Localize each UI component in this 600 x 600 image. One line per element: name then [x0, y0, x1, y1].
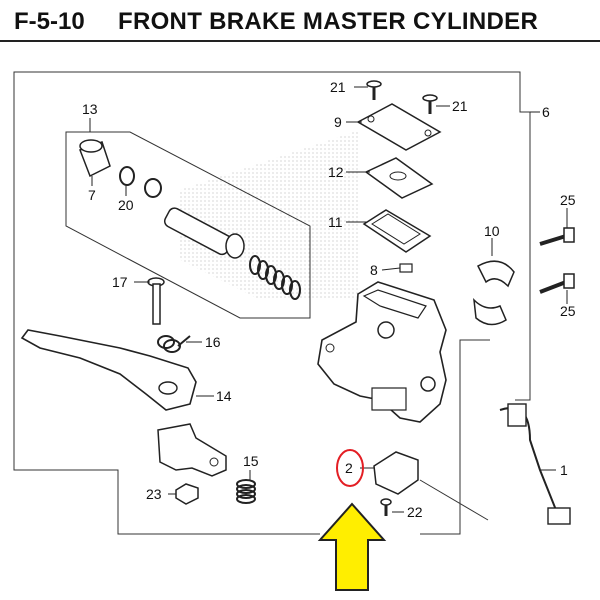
- reservoir-cover-part: [356, 103, 442, 151]
- piston-part: [163, 207, 245, 259]
- bolt-part-upper: [539, 227, 575, 246]
- label-17: 17: [112, 274, 128, 290]
- label-20: 20: [118, 197, 134, 213]
- screw-part-left: [366, 80, 382, 100]
- label-21-right: 21: [452, 98, 468, 114]
- switch-spring-part: [236, 479, 256, 504]
- diagram-title: FRONT BRAKE MASTER CYLINDER: [118, 8, 539, 35]
- label-25-upper: 25: [560, 192, 576, 208]
- bolt-part-lower: [539, 273, 575, 294]
- label-9: 9: [334, 114, 342, 130]
- nut-part: [175, 483, 199, 505]
- label-13: 13: [82, 101, 98, 117]
- label-11: 11: [328, 214, 343, 230]
- label-21-top: 21: [330, 79, 346, 95]
- master-cylinder-body: [317, 281, 447, 423]
- brake-switch-part: [373, 451, 419, 495]
- label-10: 10: [484, 223, 500, 239]
- spring-part: [249, 255, 301, 300]
- label-15: 15: [243, 453, 259, 469]
- highlight-arrow: [317, 502, 387, 591]
- screw-part-right: [422, 94, 438, 114]
- diaphragm-part: [362, 209, 432, 253]
- label-16: 16: [205, 334, 221, 350]
- clip-part: [399, 263, 413, 273]
- assembly-outline: [22, 71, 531, 401]
- holder-part: [473, 260, 515, 326]
- page-header: F-5-10 FRONT BRAKE MASTER CYLINDER: [0, 0, 600, 44]
- highlight-circle: [336, 449, 364, 487]
- assembly-outline-left: [13, 71, 320, 535]
- switch-screw-part: [380, 498, 392, 516]
- label-1: 1: [560, 462, 568, 478]
- label-8: 8: [370, 262, 378, 278]
- label-22: 22: [407, 504, 423, 520]
- lever-bracket-part: [157, 423, 227, 477]
- plate-part: [364, 157, 434, 199]
- leader-lines: [89, 86, 568, 513]
- brake-lever-part: [20, 329, 197, 411]
- wire-harness-part: [419, 403, 571, 525]
- label-14: 14: [216, 388, 232, 404]
- label-7: 7: [88, 187, 96, 203]
- washer-part: [144, 178, 162, 198]
- pivot-bolt-part: [147, 277, 165, 325]
- piston-kit-outline: [65, 131, 311, 319]
- lever-spring-part: [157, 335, 191, 353]
- watermark-logo: [180, 130, 360, 300]
- boot-part: [79, 139, 111, 178]
- label-23: 23: [146, 486, 162, 502]
- snap-ring-part: [119, 166, 135, 186]
- label-12: 12: [328, 164, 344, 180]
- header-rule: [0, 40, 600, 42]
- label-2: 2: [345, 460, 353, 476]
- diagram-code: F-5-10: [14, 8, 85, 35]
- assembly-outline-right: [420, 339, 490, 535]
- label-25-lower: 25: [560, 303, 576, 319]
- label-6: 6: [542, 104, 550, 120]
